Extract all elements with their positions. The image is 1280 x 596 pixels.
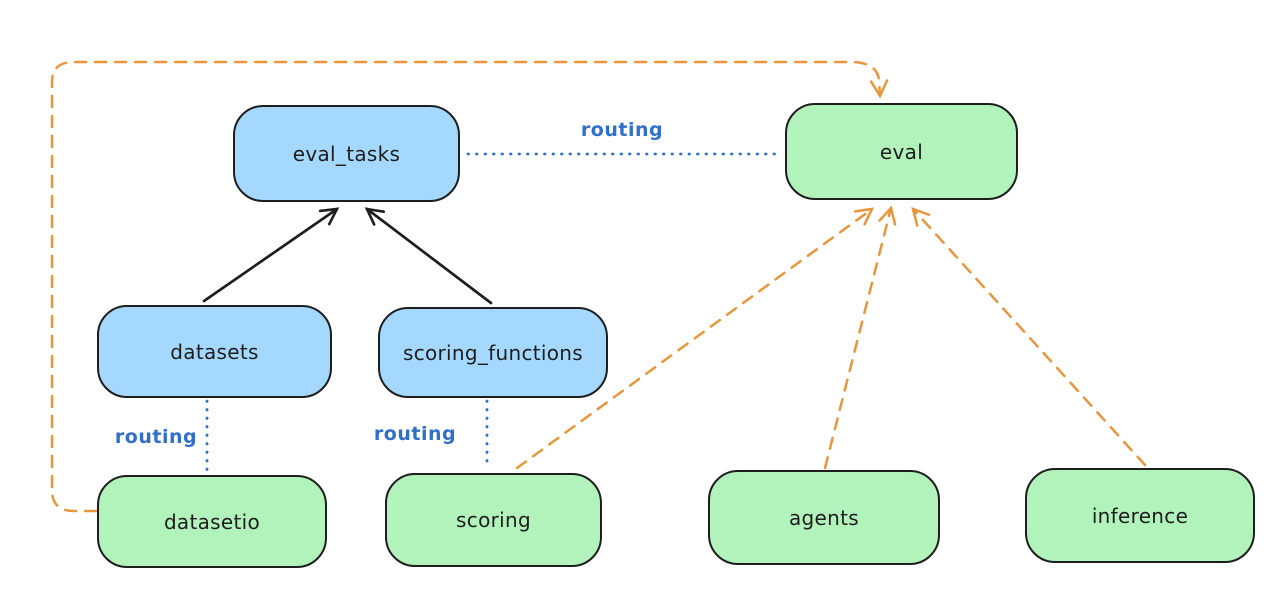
node-label-datasets: datasets <box>170 339 259 364</box>
node-agents: agents <box>708 470 940 565</box>
node-label-inference: inference <box>1091 503 1189 528</box>
node-label-datasetio: datasetio <box>163 509 261 534</box>
node-label-eval: eval <box>879 139 924 164</box>
node-datasets: datasets <box>97 305 332 398</box>
routing-label-left: routing <box>114 426 198 448</box>
node-datasetio: datasetio <box>97 475 327 568</box>
edge-agents-to-eval <box>823 205 897 470</box>
edge-datasets-to-eval_tasks <box>202 207 340 303</box>
node-eval: eval <box>785 103 1018 200</box>
node-label-scoring: scoring <box>456 508 531 532</box>
node-scoring: scoring <box>385 473 602 567</box>
node-label-agents: agents <box>789 505 859 530</box>
edge-scoring-to-eval <box>515 207 875 470</box>
node-scoring_functions: scoring_functions <box>378 307 608 398</box>
node-label-eval_tasks: eval_tasks <box>292 141 401 166</box>
node-label-scoring_functions: scoring_functions <box>402 340 584 365</box>
edge-scoring_functions-to-eval_tasks <box>364 207 493 305</box>
edge-inference-to-eval <box>911 207 1147 467</box>
routing-label-middle: routing <box>373 423 457 445</box>
node-inference: inference <box>1025 468 1255 563</box>
routing-label-top: routing <box>580 119 664 141</box>
node-eval_tasks: eval_tasks <box>233 105 460 202</box>
edge-datasetio-to-eval-loop <box>50 60 889 513</box>
